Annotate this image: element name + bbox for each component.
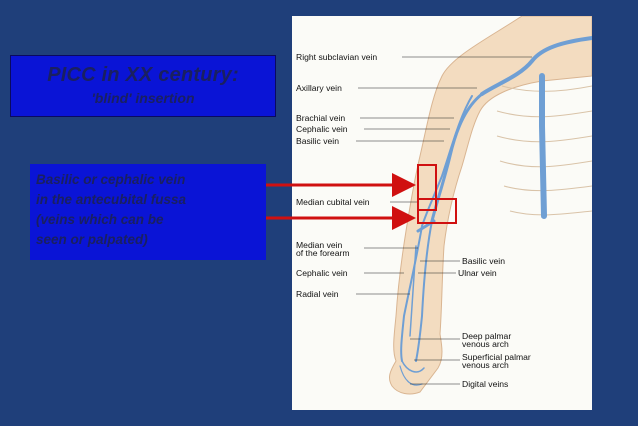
note-line-4: seen or palpated)	[36, 232, 148, 247]
vein-network	[399, 36, 592, 386]
arm-skin	[388, 16, 592, 395]
arm-vein-illustration: Right subclavian vein Axillary vein Brac…	[292, 16, 592, 410]
note-line-3: (veins which can be	[36, 212, 164, 227]
label-right-subclavian-vein: Right subclavian vein	[296, 52, 378, 62]
label-cephalic-vein-lower: Cephalic vein	[296, 268, 348, 278]
title-box: PICC in XX century: 'blind' insertion	[10, 55, 276, 117]
label-radial-vein: Radial vein	[296, 289, 339, 299]
label-basilic-vein-upper: Basilic vein	[296, 136, 339, 146]
label-ulnar-vein: Ulnar vein	[458, 268, 497, 278]
label-deep-palmar-2: venous arch	[462, 339, 509, 349]
highlight-box-lower	[417, 198, 457, 224]
label-median-vein-forearm-2: of the forearm	[296, 248, 350, 258]
note-box: Basilic or cephalic vein in the antecubi…	[30, 164, 266, 260]
label-brachial-vein: Brachial vein	[296, 113, 346, 123]
label-superficial-palmar-1: Superficial palmar	[462, 352, 531, 362]
note-line-2: in the antecubital fussa	[36, 192, 187, 207]
note-line-1: Basilic or cephalic vein	[36, 172, 186, 187]
slide-subtitle: 'blind' insertion	[91, 90, 195, 106]
leader-lines	[356, 56, 532, 385]
slide-title: PICC in XX century:	[47, 64, 239, 86]
highlight-box-upper	[417, 164, 437, 211]
label-median-cubital-vein: Median cubital vein	[296, 197, 370, 207]
label-cephalic-vein-upper: Cephalic vein	[296, 124, 348, 134]
label-median-vein-forearm-1: Median vein	[296, 240, 343, 250]
arm-anatomy-drawing	[356, 16, 592, 395]
label-axillary-vein: Axillary vein	[296, 83, 342, 93]
label-digital-veins: Digital veins	[462, 379, 509, 389]
label-superficial-palmar-2: venous arch	[462, 360, 509, 370]
label-deep-palmar-1: Deep palmar	[462, 331, 512, 341]
rib-cage	[496, 85, 592, 216]
label-basilic-vein-lower: Basilic vein	[462, 256, 505, 266]
